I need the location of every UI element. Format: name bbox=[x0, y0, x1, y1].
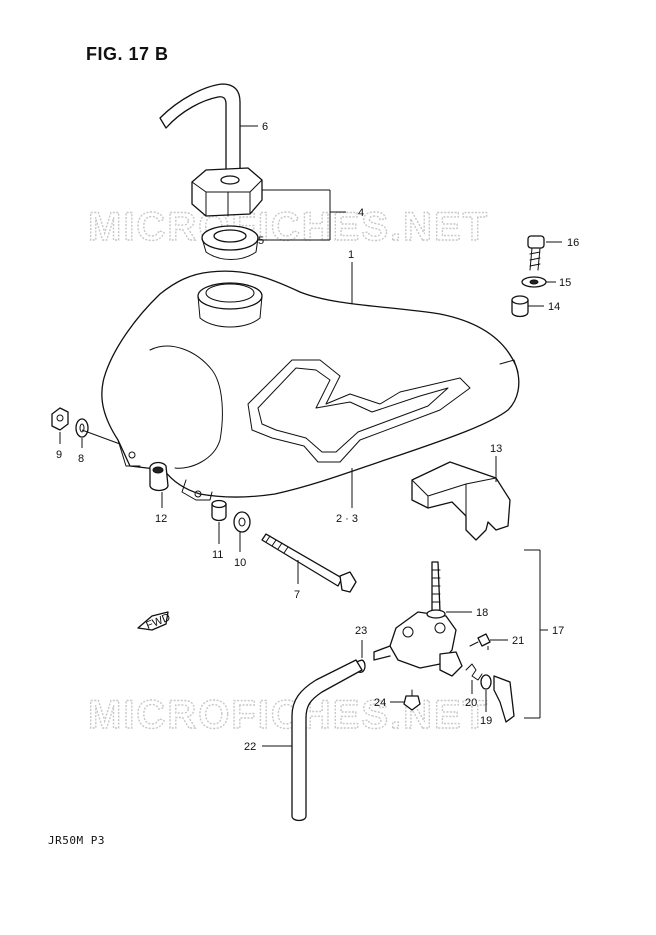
washer-8[interactable] bbox=[75, 418, 89, 438]
callout-5: 5 bbox=[258, 235, 264, 247]
watermark-bottom: MICROFICHES.NET bbox=[88, 693, 489, 737]
bolt-7[interactable] bbox=[261, 533, 357, 593]
callout-6: 6 bbox=[262, 121, 268, 133]
callout-2-3: 2 · 3 bbox=[336, 513, 358, 525]
cap-gasket-5[interactable] bbox=[201, 225, 259, 260]
fuel-cap-4[interactable] bbox=[191, 167, 263, 217]
callout-22: 22 bbox=[244, 741, 256, 753]
callout-9: 9 bbox=[56, 449, 62, 461]
callout-7: 7 bbox=[294, 589, 300, 601]
figure-title: FIG. 17 B bbox=[86, 44, 169, 64]
spring-20[interactable] bbox=[465, 663, 483, 681]
nut-9[interactable] bbox=[51, 407, 69, 431]
screw-24[interactable] bbox=[403, 689, 421, 711]
callout-23: 23 bbox=[355, 625, 367, 637]
screw-21[interactable] bbox=[469, 633, 491, 647]
callout-20: 20 bbox=[465, 697, 477, 709]
callout-16: 16 bbox=[567, 237, 579, 249]
o-ring-18[interactable] bbox=[426, 609, 446, 619]
collar-11[interactable] bbox=[211, 499, 227, 522]
fwd-label: FWD bbox=[144, 611, 172, 632]
callout-14: 14 bbox=[548, 301, 560, 313]
fwd-arrow-icon: FWD bbox=[137, 611, 172, 632]
figure-code: JR50M P3 bbox=[48, 834, 105, 847]
callout-17: 17 bbox=[552, 625, 564, 637]
callout-4: 4 bbox=[358, 207, 364, 219]
leader-lines bbox=[59, 125, 562, 747]
fuel-cock-17[interactable] bbox=[373, 561, 463, 677]
lever-19[interactable] bbox=[493, 675, 515, 723]
bolt-16[interactable] bbox=[527, 235, 545, 271]
collar-14[interactable] bbox=[511, 295, 529, 318]
callout-11: 11 bbox=[212, 549, 223, 561]
callout-15: 15 bbox=[559, 277, 571, 289]
washer-10[interactable] bbox=[233, 511, 251, 533]
fuel-tank-1[interactable] bbox=[101, 270, 520, 501]
fuel-hose-22[interactable] bbox=[291, 659, 363, 822]
grommet-12[interactable] bbox=[149, 461, 169, 492]
callout-18: 18 bbox=[476, 607, 488, 619]
callout-19: 19 bbox=[480, 715, 492, 727]
washer-15[interactable] bbox=[521, 276, 547, 288]
breather-hose-6[interactable] bbox=[159, 83, 241, 173]
o-ring-19[interactable] bbox=[480, 674, 492, 690]
callout-12: 12 bbox=[155, 513, 167, 525]
callout-10: 10 bbox=[234, 557, 246, 569]
callout-24: 24 bbox=[374, 697, 386, 709]
watermark-top: MICROFICHES.NET bbox=[88, 205, 489, 249]
callout-21: 21 bbox=[512, 635, 524, 647]
callout-1: 1 bbox=[348, 249, 354, 261]
callout-13: 13 bbox=[490, 443, 502, 455]
callout-8: 8 bbox=[78, 453, 84, 465]
bracket-13[interactable] bbox=[411, 461, 511, 541]
